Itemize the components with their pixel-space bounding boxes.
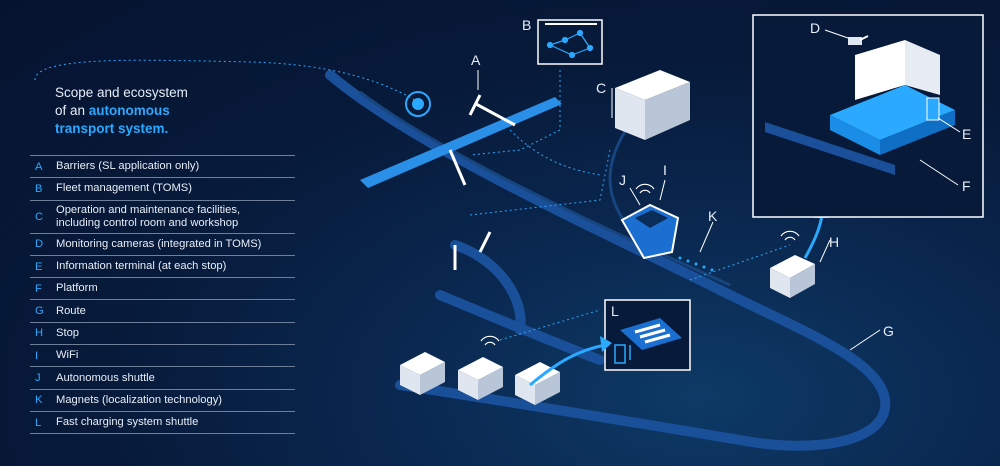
legend-item-a: A Barriers (SL application only) [30,155,295,177]
charging-inset [604,299,691,371]
intro-line-2-prefix: of an [55,103,89,118]
intro-text: Scope and ecosystem of an autonomous tra… [55,84,188,138]
magnet-dots [678,256,714,272]
callout-b: B [522,17,532,33]
legend-item-e: E Information terminal (at each stop) [30,254,295,277]
callout-h: H [829,234,840,250]
legend-key: K [35,394,43,407]
callout-k: K [708,208,718,224]
route-track [325,70,891,451]
legend-key: G [35,305,44,318]
autonomous-shuttle [620,203,680,260]
legend-key: J [35,372,41,385]
arrows [529,214,824,387]
legend-key: D [35,238,44,251]
legend-item-g: G Route [30,299,295,321]
legend-text: Fast charging system shuttle [56,416,199,429]
dashed-paths [34,59,791,341]
legend-item-f: F Platform [30,277,295,299]
legend-text: Monitoring cameras (integrated in TOMS) [56,237,262,250]
legend-item-i: I WiFi [30,344,295,366]
legend-text-line-1: Operation and maintenance facilities, [56,203,241,216]
legend-key: E [35,260,43,273]
callout-j: J [619,172,626,188]
legend-item-k: K Magnets (localization technology) [30,388,295,411]
legend-text: Stop [56,326,80,339]
intro-highlight-1: autonomous [88,103,170,118]
maintenance-building [615,70,690,140]
legend-text: Platform [56,282,98,295]
barrier-a [448,94,516,186]
intro-line-2: of an autonomous [55,102,188,120]
platform-strip [360,97,562,188]
callout-c: C [596,80,607,96]
callout-g: G [883,323,894,339]
legend-text: Barriers (SL application only) [56,160,200,173]
legend-text: Autonomous shuttle [56,371,155,384]
wifi-icons [480,183,800,346]
stop-shelter [770,255,815,298]
callout-l: L [611,303,619,319]
legend-item-h: H Stop [30,321,295,344]
target-marker [405,91,431,117]
legend-item-l: L Fast charging system shuttle [30,410,295,435]
legend-text: Information terminal (at each stop) [56,260,227,273]
legend-text: Magnets (localization technology) [56,393,223,406]
legend-key: L [35,416,42,429]
legend-text: Route [56,304,86,317]
leader-lines [477,29,961,351]
barrier-small [453,231,492,270]
legend-item-d: D Monitoring cameras (integrated in TOMS) [30,232,295,255]
legend-item-b: B Fleet management (TOMS) [30,177,295,199]
legend-key: A [35,160,43,173]
legend-key: B [35,182,43,195]
legend-text-line-2: including control room and workshop [56,216,239,229]
callout-e: E [962,126,972,142]
legend-text: Fleet management (TOMS) [56,182,192,195]
arrow-head-inset [600,336,612,352]
legend-key: C [35,210,44,223]
bottom-shelters [400,352,560,405]
callout-d: D [810,20,821,36]
legend-list: A Barriers (SL application only) B Fleet m… [30,155,295,435]
legend-key: H [35,327,44,340]
intro-highlight-2: transport system. [55,121,169,136]
callout-a: A [471,52,481,68]
legend-text: WiFi [56,349,79,362]
legend-key: F [35,282,42,295]
legend-item-j: J Autonomous shuttle [30,366,295,388]
legend-key: I [35,349,39,362]
platform-inset [752,14,984,218]
callout-f: F [962,178,971,194]
intro-line-1: Scope and ecosystem [55,85,188,100]
legend-text: Operation and maintenance facilities,inc… [56,204,240,230]
callout-i: I [663,162,667,178]
fleet-management-panel [537,19,603,65]
legend-item-c: C Operation and maintenance facilities,in… [30,199,295,233]
